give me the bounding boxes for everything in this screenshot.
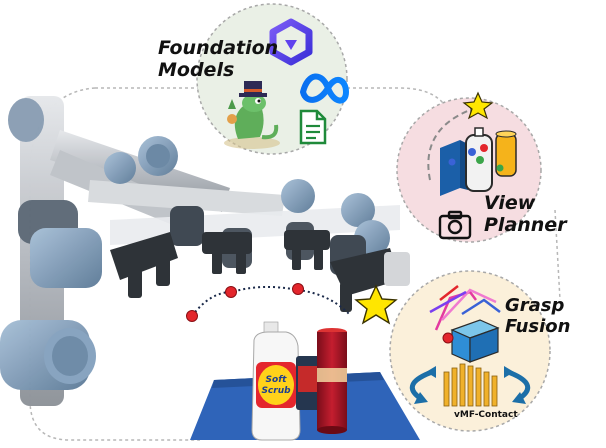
grasp-fusion-line1: Grasp — [505, 295, 565, 316]
contact-point — [442, 332, 454, 344]
camera-icon — [438, 210, 472, 240]
view-trajectory — [191, 285, 351, 317]
lizard-mascot-icon — [224, 81, 280, 149]
target-star-icon — [354, 284, 398, 325]
bottle-text-2: Scrub — [261, 386, 291, 396]
fusion-arrows-icon — [409, 369, 531, 401]
vmf-contact-label: vMF-Contact — [454, 410, 518, 420]
bottle-text-1: Soft — [266, 375, 288, 385]
view-planner-line2: Planner — [484, 213, 567, 236]
cleaner-bottle: Soft Scrub — [251, 321, 301, 441]
hexagon-logo-icon — [269, 18, 313, 66]
foundation-models-line2: Models — [158, 58, 235, 81]
foundation-models-label: Foundation Models — [158, 37, 279, 82]
foundation-models-line1: Foundation — [158, 37, 279, 59]
grasp-fusion-label: Grasp Fusion — [505, 295, 571, 337]
grasp-fusion-line2: Fusion — [505, 315, 571, 337]
scene-objects-icon — [440, 127, 517, 196]
grasp-lines-icon — [429, 285, 501, 331]
robot-arm — [0, 96, 410, 406]
meta-logo-icon — [300, 73, 349, 104]
view-star-icon — [462, 91, 494, 120]
view-planner-label: View Planner — [484, 192, 567, 237]
contact-bars-icon — [443, 363, 498, 407]
object-cube-icon — [450, 319, 500, 363]
document-icon — [299, 109, 327, 145]
chip-can — [317, 328, 347, 434]
view-planner-line1: View — [484, 192, 536, 214]
